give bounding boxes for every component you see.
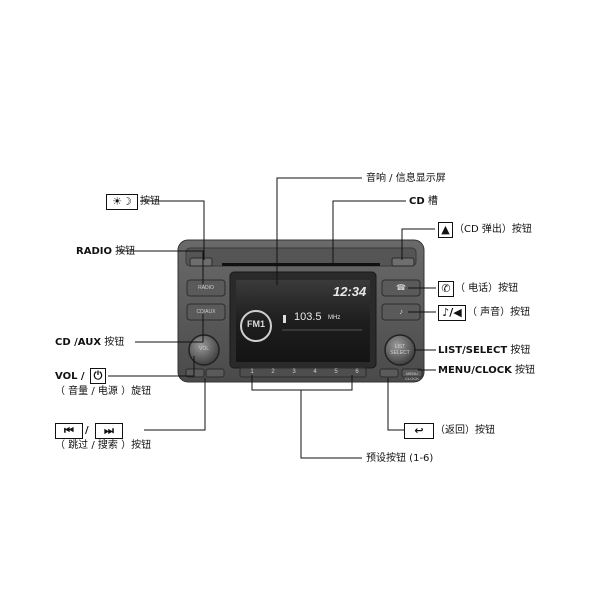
label-menu-clock: MENU/CLOCK 按钮 xyxy=(438,364,535,377)
label-radio: RADIO 按钮 xyxy=(76,245,135,258)
label-menu-clock-rest: 按钮 xyxy=(511,365,536,376)
unit-cd-aux-label: CD/AUX xyxy=(196,309,216,315)
unit-sound-label: ♪ xyxy=(399,307,403,316)
label-back-text: （返回）按钮 xyxy=(435,425,495,436)
brightness-button-shape xyxy=(189,257,213,267)
label-skip-sep: / xyxy=(85,424,89,437)
back-button-shape xyxy=(379,368,399,378)
label-eject-text: （CD 弹出）按钮 xyxy=(454,224,532,235)
back-arrow-icon: ↩ xyxy=(404,423,434,439)
label-presets-text: 预设按钮 (1-6) xyxy=(366,453,434,464)
unit-radio-label: RADIO xyxy=(198,285,214,291)
cd-aux-button-shape xyxy=(186,303,226,321)
skip-forward-button-shape xyxy=(205,368,225,378)
phone-icon: ✆ xyxy=(438,281,454,297)
unit-menu-label: MENU CLOCK xyxy=(405,371,419,381)
label-vol: VOL / xyxy=(55,370,85,383)
screen xyxy=(236,280,370,362)
sound-icon: ♪/◀ xyxy=(438,305,466,321)
preset-strip xyxy=(239,367,367,378)
unit-phone-label: ☎ xyxy=(396,283,406,292)
skip-forward-icon: ⏭ xyxy=(95,423,123,439)
label-list-select-bold: LIST/SELECT xyxy=(438,345,508,356)
label-vol-sub: （ 音量 / 电源 ）旋钮 xyxy=(55,385,151,398)
eject-icon: ▲ xyxy=(438,222,453,238)
menu-button-shape xyxy=(401,368,423,378)
eject-button-shape xyxy=(391,257,415,267)
band-logo-ring xyxy=(240,310,272,342)
cd-slot xyxy=(222,263,380,266)
label-sound: （ 声音）按钮 xyxy=(467,306,530,319)
label-skip-sep-text: / xyxy=(85,425,89,436)
power-icon: ⏻ xyxy=(90,368,106,384)
screen-unit: MHz xyxy=(328,315,341,321)
screen-clock: 12:34 xyxy=(333,284,367,299)
label-skip-sub-text: （ 跳过 / 搜索 ）按钮 xyxy=(55,440,152,451)
label-cd-slot-rest: 槽 xyxy=(424,196,438,207)
label-vol-sub-text: （ 音量 / 电源 ）旋钮 xyxy=(55,386,152,397)
label-radio-bold: RADIO xyxy=(76,246,112,257)
skip-back-icon: ⏮ xyxy=(55,423,83,439)
skip-back-button-shape xyxy=(185,368,205,378)
preset-1-label: 1 xyxy=(250,369,254,375)
label-cd-slot-bold: CD xyxy=(409,196,425,207)
label-phone-text: （ 电话）按钮 xyxy=(455,283,519,294)
signal-bar xyxy=(283,315,286,323)
unit-list-label: LIST SELECT xyxy=(390,344,410,356)
label-brightness-text: 按钮 xyxy=(140,196,160,207)
label-display-text: 音响 / 信息显示屏 xyxy=(366,173,446,184)
unit-vol-label: VOL xyxy=(198,346,209,352)
leader-lines xyxy=(108,177,436,459)
screen-frequency: 103.5 xyxy=(294,311,322,323)
label-sound-text: （ 声音）按钮 xyxy=(467,307,531,318)
screen-band: FM1 xyxy=(247,319,265,329)
label-presets: 预设按钮 (1-6) xyxy=(366,452,433,465)
preset-2-label: 2 xyxy=(271,369,275,375)
label-eject: （CD 弹出）按钮 xyxy=(454,223,532,236)
label-cd-aux-bold: CD /AUX xyxy=(55,337,102,348)
label-menu-clock-bold: MENU/CLOCK xyxy=(438,365,512,376)
preset-3-label: 3 xyxy=(292,369,296,375)
label-vol-bold: VOL / xyxy=(55,371,85,382)
label-display: 音响 / 信息显示屏 xyxy=(366,172,446,185)
label-phone: （ 电话）按钮 xyxy=(455,282,518,295)
label-list-select: LIST/SELECT 按钮 xyxy=(438,344,530,357)
radio-button-shape xyxy=(186,279,226,297)
preset-5-label: 5 xyxy=(334,369,338,375)
label-radio-rest: 按钮 xyxy=(111,246,136,257)
label-cd-aux: CD /AUX 按钮 xyxy=(55,336,124,349)
label-cd-aux-rest: 按钮 xyxy=(101,337,125,348)
label-back: （返回）按钮 xyxy=(435,424,495,437)
label-brightness: 按钮 xyxy=(140,195,160,208)
label-cd-slot: CD 槽 xyxy=(409,195,438,208)
preset-4-label: 4 xyxy=(313,369,317,375)
sun-moon-icon: ☀☽ xyxy=(106,194,138,210)
label-skip-sub: （ 跳过 / 搜索 ）按钮 xyxy=(55,439,151,452)
label-list-select-rest: 按钮 xyxy=(507,345,531,356)
preset-6-label: 6 xyxy=(355,369,359,375)
